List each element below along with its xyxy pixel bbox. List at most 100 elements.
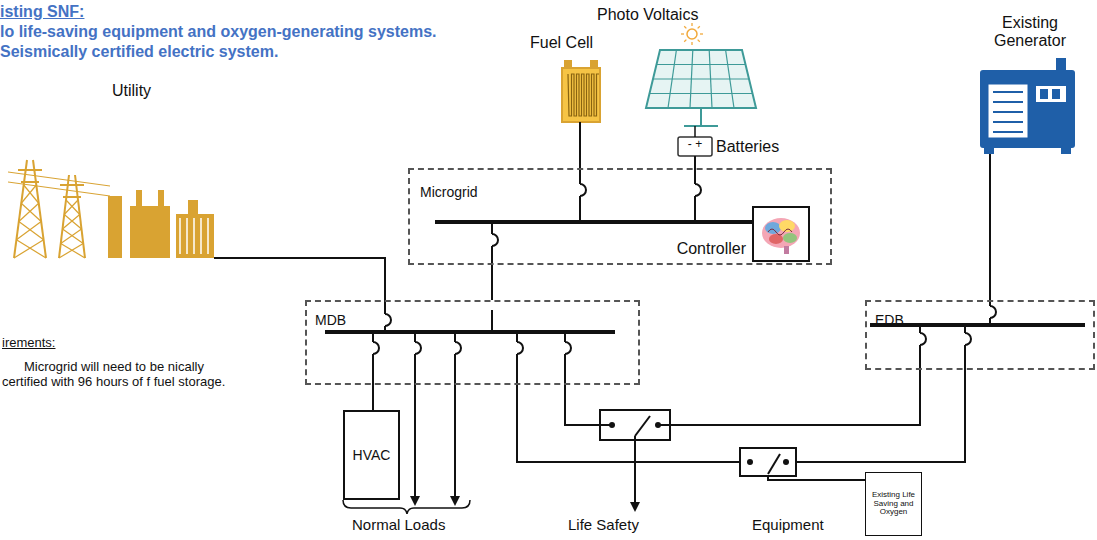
- breaker-symbol: [580, 184, 586, 196]
- component-label: Utility: [112, 82, 151, 100]
- utility-feeder: [214, 258, 385, 300]
- utility-tower: [66, 200, 80, 215]
- utility-tower: [33, 160, 46, 258]
- utility-tower: [21, 203, 41, 221]
- life-safety-feeder: [634, 440, 636, 506]
- node-title: HVAC: [353, 447, 391, 464]
- wire: [634, 436, 636, 440]
- brain-icon: [765, 222, 781, 234]
- load-arrow: [454, 500, 456, 504]
- fuel-cell-plates: [568, 74, 599, 116]
- utility-tower: [63, 196, 81, 198]
- breaker-symbol: [385, 314, 391, 326]
- battery-icon: [678, 137, 712, 156]
- requirement-note: Microgrid will need to be nically certif…: [2, 360, 234, 390]
- utility-tower: [64, 200, 78, 215]
- heading-note: Seismically certified electric system.: [0, 43, 278, 61]
- battery-feeder: [694, 196, 696, 222]
- solar-panel-grid: [650, 93, 753, 94]
- utility-tower: [60, 184, 84, 186]
- transformer-fin: [193, 218, 195, 254]
- utility-tower: [59, 244, 83, 259]
- load-feeder: [454, 385, 456, 500]
- brain-icon: [784, 246, 789, 254]
- life-safety-feeder: [565, 385, 600, 425]
- switch-contact: [783, 459, 789, 465]
- breaker-symbol: [455, 342, 461, 354]
- component-label: Fuel Cell: [530, 34, 593, 52]
- load-box: Existing Life Saving and Oxygen: [865, 472, 922, 536]
- utility-tower: [21, 181, 39, 183]
- wire: [491, 246, 493, 265]
- microgrid-region: MicrogridController: [408, 168, 832, 265]
- node-title: MDB: [315, 312, 346, 329]
- solar-panel-grid: [657, 64, 746, 65]
- wire: [372, 354, 374, 385]
- wire: [600, 424, 612, 426]
- fuel-cell-feeder: [579, 196, 581, 222]
- breaker-symbol: [373, 342, 379, 354]
- life-safety-feeder: [670, 370, 920, 425]
- generator-display: [1040, 89, 1048, 99]
- node-title: EDB: [875, 312, 904, 329]
- fuel-cell-icon: [562, 68, 600, 122]
- transformer-fin: [207, 218, 209, 254]
- breaker-symbol: [965, 333, 971, 345]
- transformer: [188, 200, 198, 214]
- transformer-fin: [186, 218, 188, 254]
- normal-loads-brace: [343, 500, 470, 514]
- generator-vent: [993, 121, 1023, 123]
- sun-ray: [700, 33, 703, 34]
- controller-box: Controller: [752, 206, 810, 262]
- brain-icon: [783, 233, 797, 243]
- load-feeder: [414, 385, 416, 500]
- heading-note: isting SNF:: [0, 3, 84, 21]
- switch-blade: [768, 454, 780, 474]
- generator-display: [1052, 89, 1060, 99]
- generator-vent: [993, 101, 1023, 103]
- wire: [454, 354, 456, 385]
- transformer: [158, 190, 164, 206]
- generator-exhaust: [1056, 58, 1066, 70]
- fuel-cell-terminal: [564, 60, 572, 68]
- solar-panel-grid: [690, 50, 693, 108]
- wire: [491, 222, 493, 234]
- feeder-connector: [372, 385, 374, 410]
- sun-ray: [691, 42, 692, 45]
- transformer-fin: [179, 218, 181, 254]
- solar-panel-grid: [653, 78, 749, 79]
- utility-tower: [61, 229, 82, 244]
- wire: [564, 354, 566, 385]
- generator-feeder: [989, 154, 991, 304]
- heading-note: lo life-saving equipment and oxygen-gene…: [0, 23, 437, 41]
- utility-tower: [62, 229, 83, 244]
- generator-foot: [1061, 148, 1071, 154]
- solar-panel-grid: [668, 50, 676, 108]
- requirement-note: irements:: [2, 336, 55, 351]
- component-label: Equipment: [752, 516, 824, 533]
- sun-ray: [698, 26, 700, 28]
- utility-tower: [19, 203, 39, 221]
- microgrid-bus: [435, 220, 752, 224]
- load-arrow: [414, 500, 416, 504]
- brain-icon: [762, 218, 800, 248]
- node-title: Microgrid: [420, 184, 478, 201]
- brain-icon: [768, 229, 792, 235]
- generator-vent: [993, 131, 1023, 133]
- power-line: [8, 182, 110, 196]
- breaker-symbol: [565, 342, 571, 354]
- wire: [372, 332, 374, 342]
- generator-vent: [993, 91, 1023, 93]
- breaker-symbol: [492, 234, 498, 246]
- utility-tower: [16, 222, 41, 240]
- load-box: HVAC: [343, 410, 400, 500]
- sun-ray: [681, 33, 684, 34]
- solar-panel-grid: [726, 50, 734, 108]
- breaker-symbol: [990, 306, 996, 318]
- transformer: [130, 206, 170, 258]
- sun-icon: [687, 29, 697, 39]
- utility-tower: [21, 185, 36, 203]
